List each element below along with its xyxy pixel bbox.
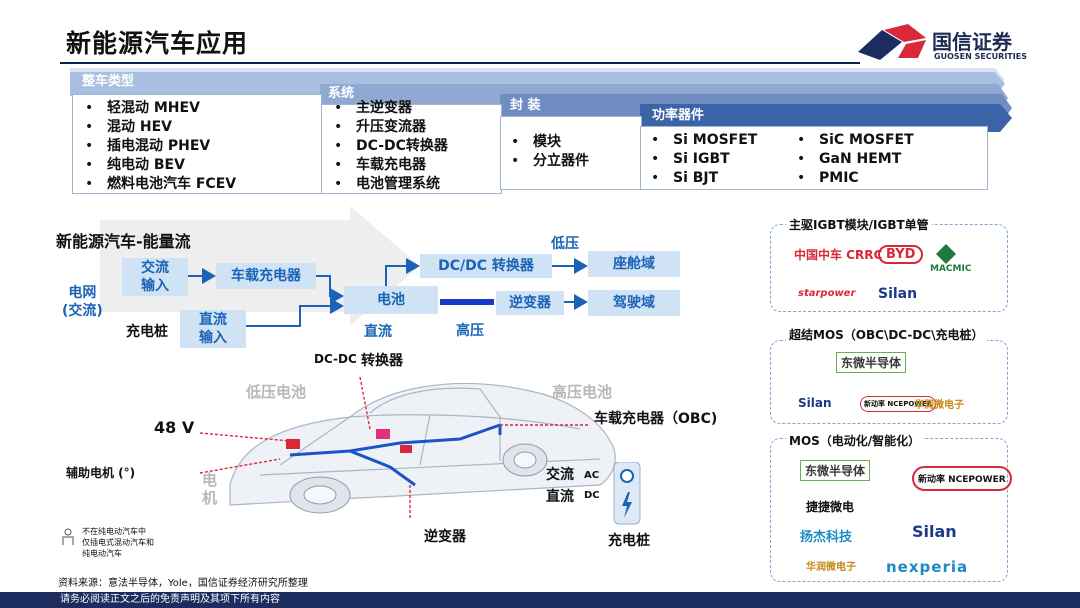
brand-macmic: MACMIC	[930, 264, 972, 274]
list-item: Si MOSFET	[651, 131, 757, 150]
vehicle-types-box: 轻混动 MHEV 混动 HEV 插电混动 PHEV 纯电动 BEV 燃料电池汽车…	[72, 94, 322, 194]
drive-box: 驾驶域	[588, 290, 680, 316]
band-power-devices: 功率器件	[652, 108, 705, 123]
charging-station-icon	[613, 462, 641, 525]
low-voltage-label: 低压	[551, 236, 579, 252]
obc-box: 车载充电器	[216, 263, 316, 289]
panel-mos-title: MOS（电动化/智能化）	[786, 432, 924, 449]
panel-igbt-title: 主驱IGBT模块/IGBT单管	[786, 216, 932, 233]
band-vehicle-types: 整车类型	[82, 74, 135, 89]
list-item: DC-DC转换器	[334, 137, 501, 156]
list-item: Si BJT	[651, 169, 757, 188]
aux-motor-label: 辅助电机 (°)	[66, 466, 136, 480]
list-item: 主逆变器	[334, 99, 501, 118]
power-devices-box: Si MOSFET Si IGBT Si BJT SiC MOSFET GaN …	[640, 126, 988, 190]
logo-icon	[858, 24, 926, 60]
battery-box: 电池	[344, 286, 438, 314]
brand-jiejie: 捷捷微电	[806, 500, 855, 514]
car-dcdc-label-b: 转换器	[361, 353, 403, 369]
macmic-logo-icon	[936, 244, 956, 264]
list-item: 分立器件	[511, 152, 641, 171]
car-dc-tag: DC	[584, 490, 600, 501]
panel-superjunction-title: 超结MOS（OBC\DC-DC\充电桩）	[786, 326, 987, 343]
brand-ncepower-2: 新动率 NCEPOWER	[912, 466, 1012, 491]
car-dc-label: 直流	[546, 489, 574, 505]
charging-pile-label: 充电桩	[608, 533, 650, 549]
dc-input-box: 直流 输入	[180, 310, 246, 348]
car-obc-label: 车载充电器（OBC)	[594, 411, 718, 427]
brand-silan: Silan	[878, 286, 918, 302]
list-item: PMIC	[797, 169, 914, 188]
inverter-box: 逆变器	[496, 291, 564, 315]
list-item: SiC MOSFET	[797, 131, 914, 150]
list-item: 插电混动 PHEV	[85, 137, 321, 156]
list-item: 升压变流器	[334, 118, 501, 137]
car-ac-label: 交流	[546, 467, 574, 483]
brand-nexperia: nexperia	[886, 558, 969, 576]
list-item: 模块	[511, 133, 641, 152]
car-inverter-label: 逆变器	[424, 529, 466, 545]
band-packaging: 封 装	[510, 98, 541, 113]
lv-battery-label: 低压电池	[246, 383, 307, 401]
brand-byd: BYD	[878, 245, 924, 264]
brand-silan-2: Silan	[798, 396, 832, 410]
brand-crrc: 中国中车 CRRC	[794, 248, 883, 262]
list-item: 混动 HEV	[85, 118, 321, 137]
brand-ncepower: 新动率 NCEPOWER	[860, 396, 937, 412]
dc-label: 直流	[364, 324, 392, 340]
grid-label: 电网 (交流)	[62, 285, 103, 319]
brand-crmicro: 华润微电子	[914, 400, 964, 411]
list-item: 轻混动 MHEV	[85, 99, 321, 118]
cabin-box: 座舱域	[588, 251, 680, 277]
car-wireframe-illustration	[200, 376, 616, 520]
charger-pile-label: 充电桩	[126, 324, 168, 340]
logo-subtitle: GUOSEN SECURITIES	[934, 52, 1027, 61]
person-icon	[62, 528, 74, 545]
packaging-box: 模块 分立器件	[500, 116, 642, 190]
band-systems: 系统	[328, 86, 355, 101]
brand-oriental-2: 东微半导体	[800, 460, 871, 481]
list-item: 燃料电池汽车 FCEV	[85, 175, 321, 194]
brand-oriental: 东微半导体	[836, 352, 907, 373]
car-dcdc-label-a: DC-DC	[314, 352, 357, 366]
flow-connectors	[188, 258, 588, 327]
hv-battery-label: 高压电池	[552, 383, 613, 401]
motor-label: 电 机	[202, 471, 218, 507]
car-ac-tag: AC	[584, 470, 600, 481]
source-note: 资料来源：意法半导体，Yole，国信证券经济研究所整理	[58, 578, 308, 589]
high-voltage-label: 高压	[456, 323, 484, 339]
list-item: 电池管理系统	[334, 175, 501, 194]
v48-label: 48 V	[154, 418, 195, 437]
energy-flow-title: 新能源汽车-能量流	[56, 232, 191, 251]
brand-crmicro-2: 华润微电子	[806, 562, 856, 573]
brand-starpower: starpower	[798, 288, 856, 299]
list-item: 纯电动 BEV	[85, 156, 321, 175]
disclaimer-footer: 请务必阅读正文之后的免责声明及其项下所有内容	[0, 592, 1080, 608]
list-item: Si IGBT	[651, 150, 757, 169]
brand-silan-3: Silan	[912, 522, 957, 541]
page-title: 新能源汽车应用	[66, 29, 249, 58]
systems-box: 主逆变器 升压变流器 DC-DC转换器 车载充电器 电池管理系统	[322, 100, 502, 194]
dcdc-box: DC/DC 转换器	[420, 254, 552, 278]
ac-input-box: 交流 输入	[122, 258, 188, 296]
logo-name: 国信证券	[932, 30, 1012, 54]
list-item: GaN HEMT	[797, 150, 914, 169]
list-item: 车载充电器	[334, 156, 501, 175]
category-bands	[70, 68, 1012, 132]
footnote-text: 不在纯电动汽车中 仅插电式混动汽车和 纯电动汽车	[82, 527, 154, 558]
brand-yangjie: 扬杰科技	[800, 530, 853, 545]
title-underline	[60, 62, 860, 64]
